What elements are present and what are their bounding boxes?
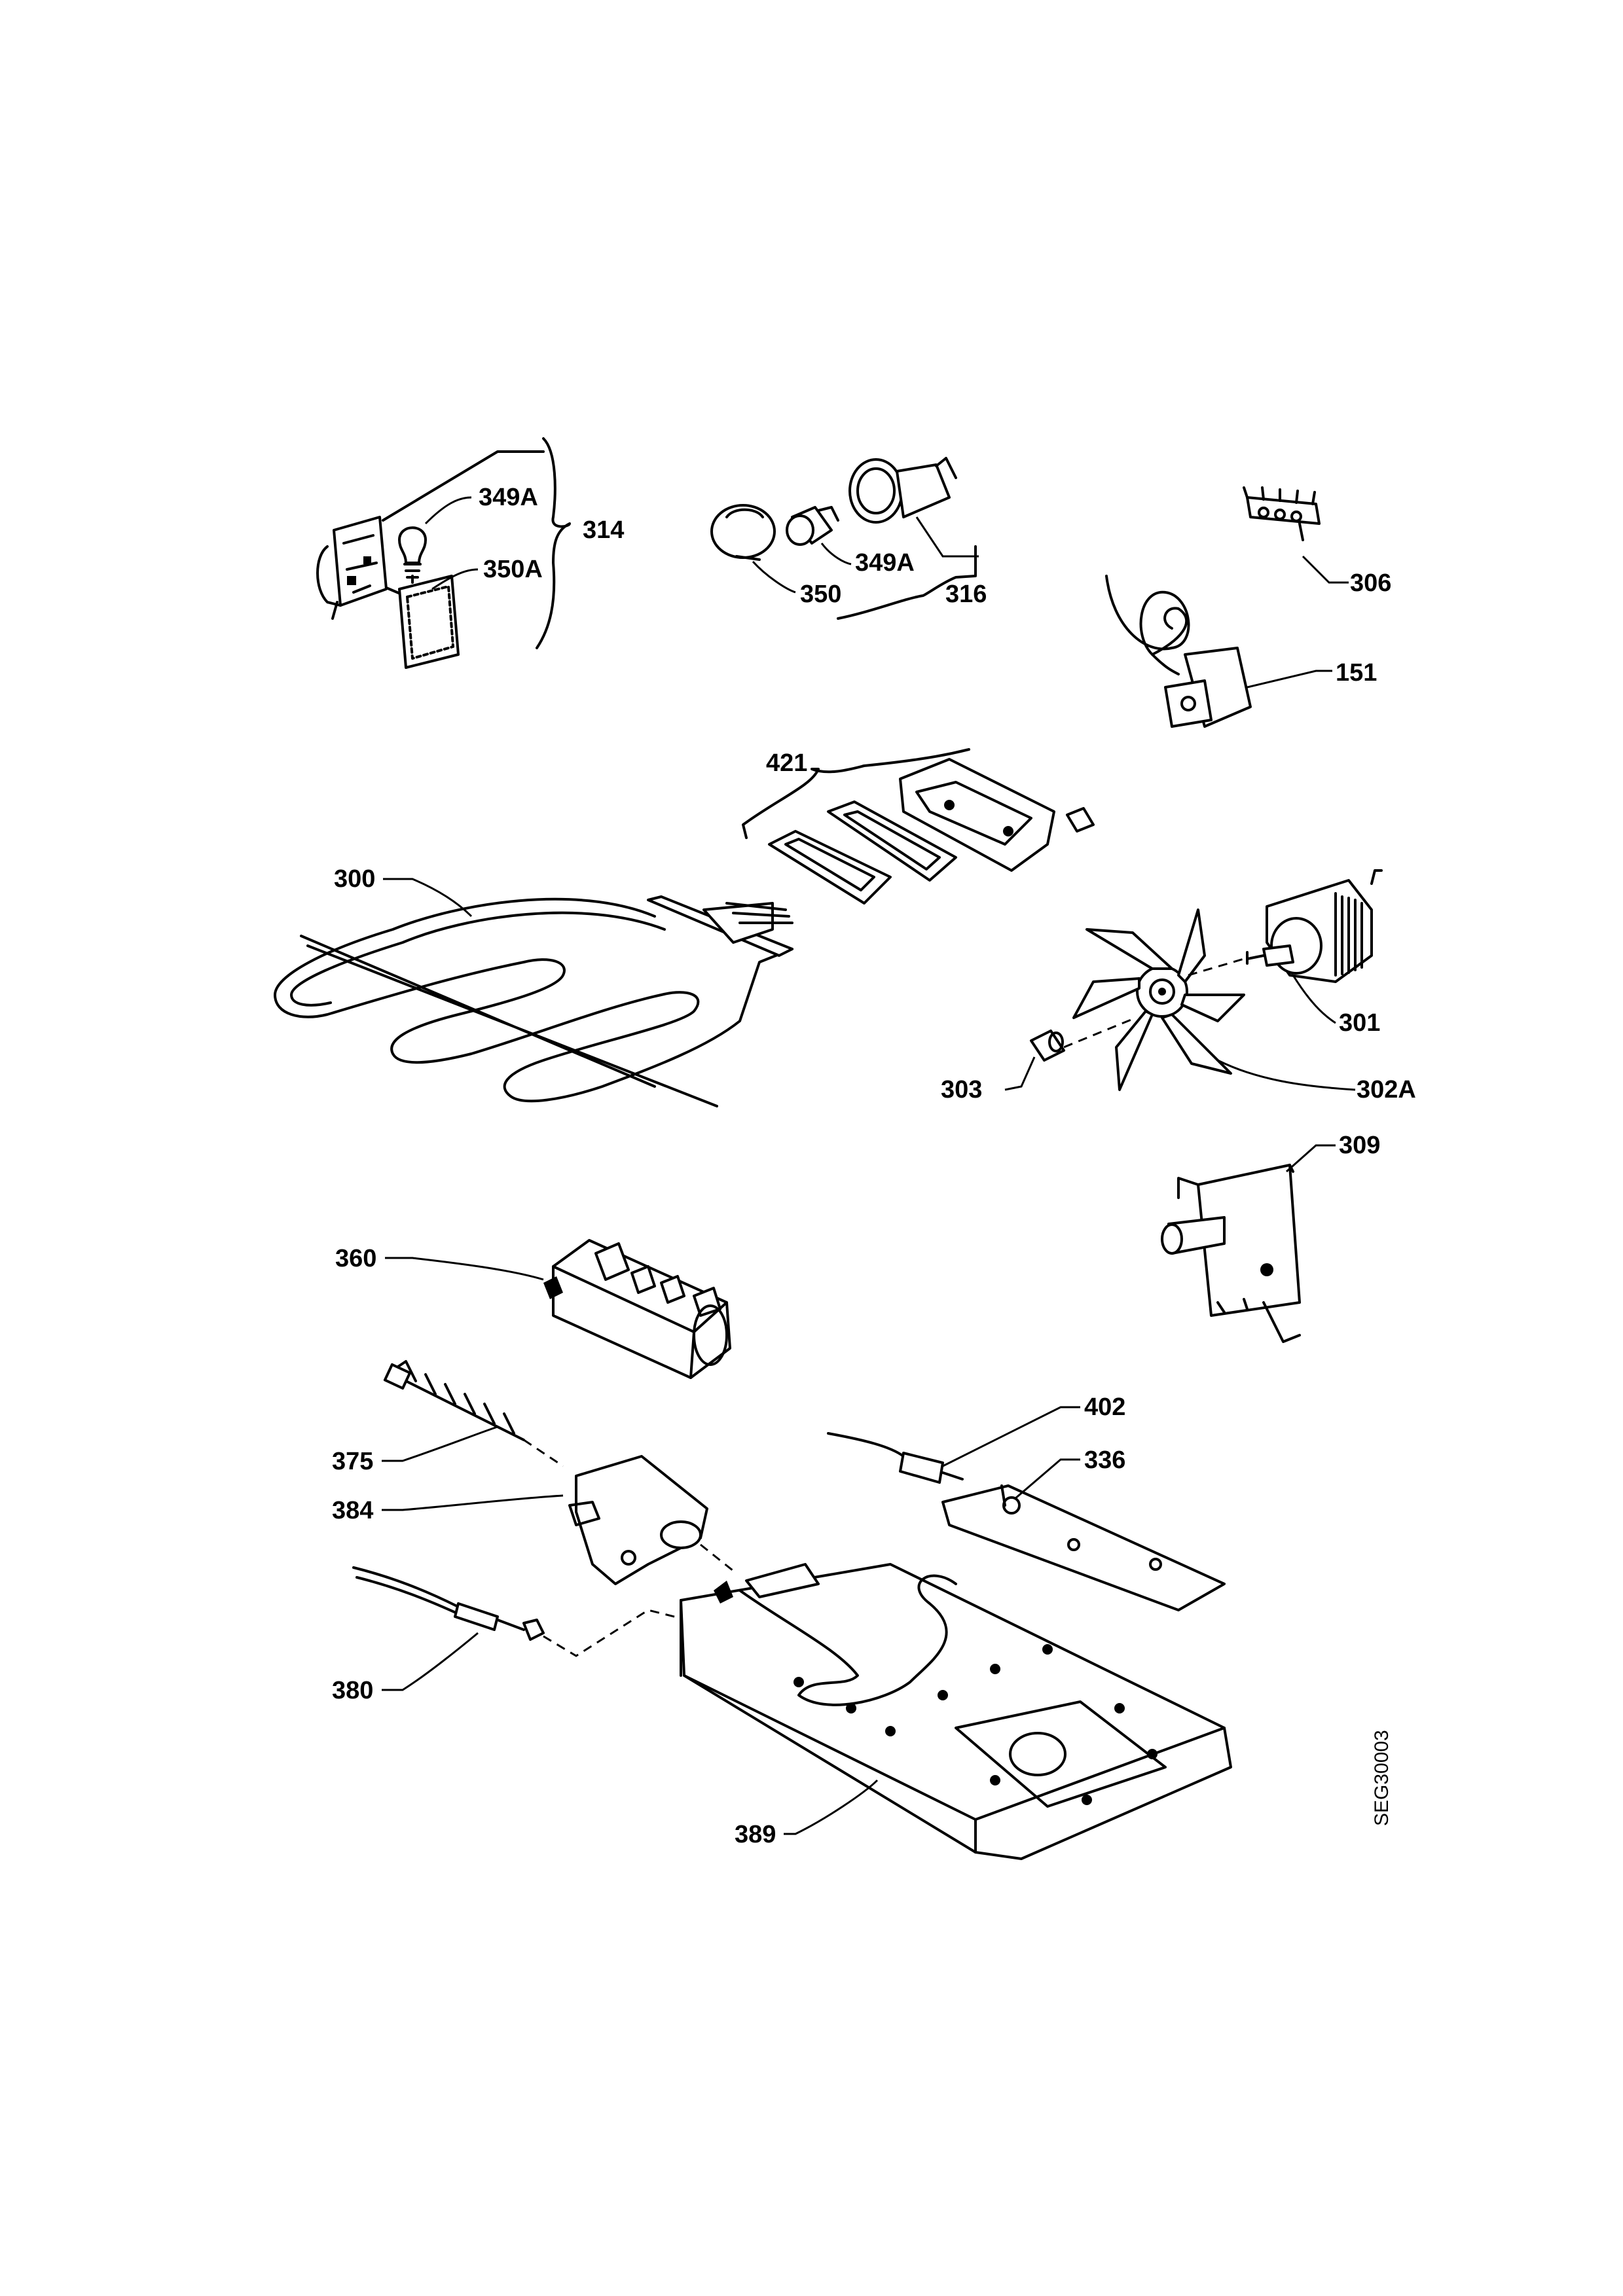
ignition-holder-part: [568, 1455, 708, 1585]
lamp-cap-part: [710, 504, 776, 561]
lamp-bulb-part: [786, 506, 839, 546]
axis-line-motor: [1188, 958, 1245, 977]
label-309: 309: [1339, 1132, 1380, 1159]
axis-line-ignition: [523, 1439, 734, 1572]
timer-switch-part: [1161, 1164, 1301, 1343]
label-350: 350: [800, 581, 841, 608]
lamp-cover-glass-part: [398, 575, 460, 669]
leader-360: [385, 1257, 544, 1281]
label-360: 360: [335, 1245, 376, 1272]
leader-349a-left: [424, 496, 472, 525]
label-375: 375: [332, 1448, 373, 1475]
label-314: 314: [583, 516, 624, 544]
leader-402: [942, 1406, 1080, 1467]
bracket-314: [536, 437, 571, 649]
bulb-part: [398, 526, 427, 584]
leader-306: [1302, 555, 1349, 584]
leader-309: [1286, 1144, 1336, 1173]
bracket-421: [742, 748, 970, 839]
leader-303: [1004, 1056, 1036, 1091]
leader-349a-mid: [820, 543, 852, 565]
axis-line-fan: [1063, 1016, 1137, 1049]
drawing-code: SEG30003: [1371, 1730, 1393, 1826]
leader-350: [752, 560, 796, 594]
thermostat-part: [1105, 575, 1252, 728]
label-300: 300: [334, 865, 375, 893]
label-316: 316: [945, 581, 987, 608]
fan-blade-part: [1072, 908, 1245, 1091]
mounting-bracket-part: [941, 1484, 1226, 1611]
label-380: 380: [332, 1677, 373, 1704]
terminal-block-part: [1243, 486, 1321, 541]
label-306: 306: [1350, 569, 1391, 597]
gasket-left-part: [768, 830, 892, 905]
leader-302a: [1217, 1059, 1356, 1091]
leader-151: [1247, 670, 1332, 689]
lamp-socket-part: [848, 457, 957, 524]
axis-line-thermocouple: [543, 1609, 688, 1657]
label-302a: 302A: [1357, 1076, 1416, 1103]
label-301: 301: [1339, 1009, 1380, 1037]
leader-316-top: [915, 516, 979, 558]
leader-300: [383, 878, 473, 918]
leader-389: [784, 1779, 879, 1835]
probe-402-part: [827, 1432, 964, 1484]
grill-element-part: [274, 895, 793, 1107]
selector-switch-part: [543, 1239, 731, 1379]
burner-plate-part: [680, 1563, 1232, 1860]
leader-301: [1292, 975, 1336, 1024]
gasket-middle-part: [827, 800, 957, 882]
leader-380: [382, 1632, 479, 1691]
label-349a-mid: 349A: [855, 549, 915, 577]
fan-nut-part: [1030, 1030, 1065, 1062]
label-349a-left: 349A: [479, 484, 538, 511]
gasket-right-part: [899, 758, 1095, 872]
label-303: 303: [941, 1076, 982, 1103]
leader-336: [1014, 1458, 1080, 1500]
fan-motor-part: [1246, 869, 1383, 983]
label-350a: 350A: [483, 556, 543, 583]
label-421: 421: [766, 749, 807, 777]
label-384: 384: [332, 1497, 373, 1524]
thermocouple-part: [352, 1566, 545, 1641]
leader-350a: [431, 568, 479, 590]
label-402: 402: [1084, 1393, 1125, 1421]
leader-384: [382, 1494, 564, 1511]
label-389: 389: [735, 1821, 776, 1848]
ignition-rod-part: [383, 1360, 525, 1441]
bracket-316: [837, 545, 977, 620]
leader-375: [382, 1426, 498, 1462]
label-336: 336: [1084, 1446, 1125, 1474]
label-151: 151: [1336, 659, 1377, 687]
